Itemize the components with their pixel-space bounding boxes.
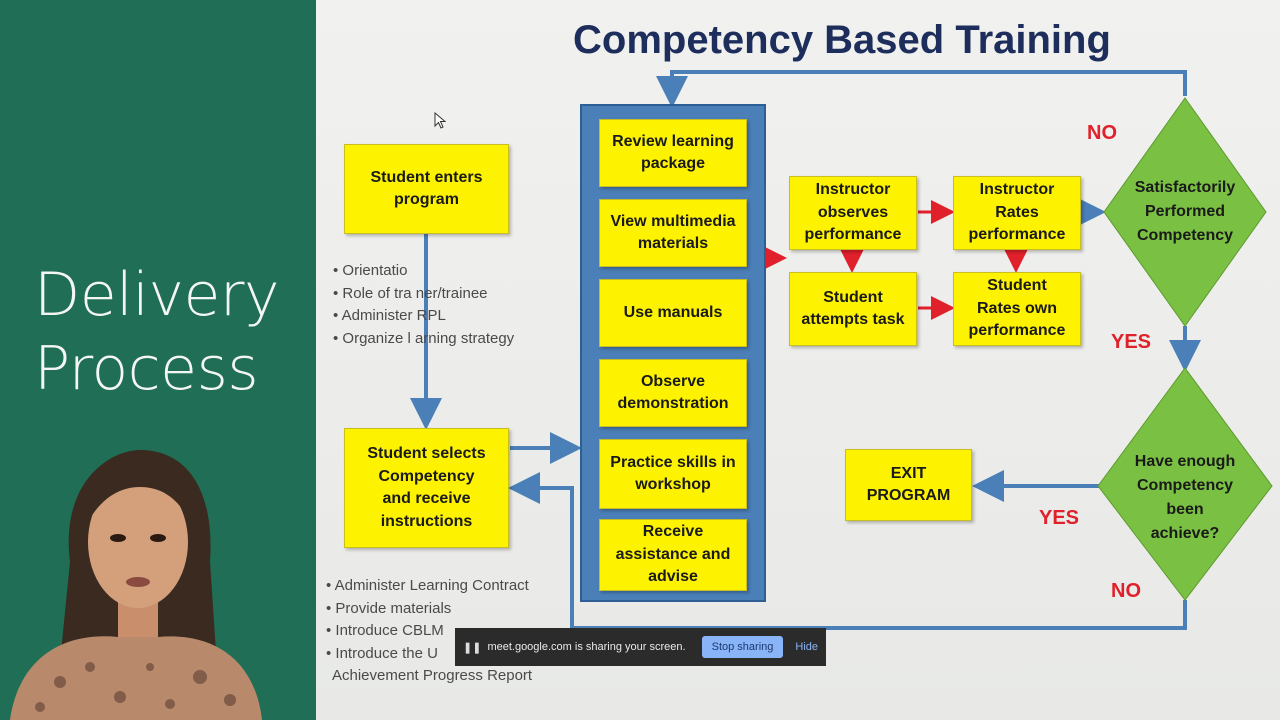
box-student-attempts: Student attempts task xyxy=(789,272,917,346)
label-yes-mid: YES xyxy=(1111,331,1152,353)
box-student-enters: Student enters program xyxy=(344,144,509,234)
screen-share-bar: ❚❚ meet.google.com is sharing your scree… xyxy=(455,628,826,666)
bullet-item: Introduce the U xyxy=(326,643,529,666)
box-student-selects: Student selects Competency and receive i… xyxy=(344,428,509,548)
bullets-bottom: Administer Learning Contract Provide mat… xyxy=(326,575,529,665)
pause-icon: ❚❚ xyxy=(463,641,482,654)
box-observe-demo: Observe demonstration xyxy=(599,359,747,427)
box-practice: Practice skills in workshop xyxy=(599,439,747,509)
decision-enough xyxy=(1097,367,1273,601)
title-panel: Delivery Process xyxy=(0,0,316,720)
slide-heading: Competency Based Training xyxy=(573,18,1111,62)
bullet-item: Administer RPL xyxy=(333,305,514,328)
box-exit-program: EXIT PROGRAM xyxy=(845,449,972,521)
bullet-item: Administer Learning Contract xyxy=(326,575,529,598)
presenter-image xyxy=(0,442,272,720)
mouse-cursor-icon xyxy=(434,112,447,129)
share-message: meet.google.com is sharing your screen. xyxy=(487,641,686,653)
decision-satisfactory-text: Satisfactorily Performed Competency xyxy=(1134,179,1236,244)
bullet-item: Organize l arning strategy xyxy=(333,328,514,351)
box-review: Review learning package xyxy=(599,119,747,187)
box-instructor-rates: Instructor Rates performance xyxy=(953,176,1081,250)
decision-enough-text: Have enough Competency been achieve? xyxy=(1134,453,1236,542)
decision-satisfactory xyxy=(1103,97,1267,327)
hide-button[interactable]: Hide xyxy=(795,641,818,653)
label-no-top: NO xyxy=(1087,122,1117,144)
box-receive: Receive assistance and advise xyxy=(599,519,747,591)
box-view-multimedia: View multimedia materials xyxy=(599,199,747,267)
bullet-item: Introduce CBLM xyxy=(326,620,529,643)
box-use-manuals: Use manuals xyxy=(599,279,747,347)
label-no-bottom: NO xyxy=(1111,580,1141,602)
label-yes-left: YES xyxy=(1039,507,1080,529)
box-student-rates: Student Rates own performance xyxy=(953,272,1081,346)
slide-section-title: Delivery Process xyxy=(34,260,280,404)
bullet-continuation: Achievement Progress Report xyxy=(332,667,533,684)
bullet-item: Role of tra ner/trainee xyxy=(333,283,514,306)
bullet-item: Orientatio xyxy=(333,260,514,283)
stop-sharing-button[interactable]: Stop sharing xyxy=(701,636,784,658)
bullet-item: Provide materials xyxy=(326,598,529,621)
presenter-video xyxy=(0,442,272,720)
bullets-top: Orientatio Role of tra ner/trainee Admin… xyxy=(333,260,515,351)
box-instructor-observes: Instructor observes performance xyxy=(789,176,917,250)
